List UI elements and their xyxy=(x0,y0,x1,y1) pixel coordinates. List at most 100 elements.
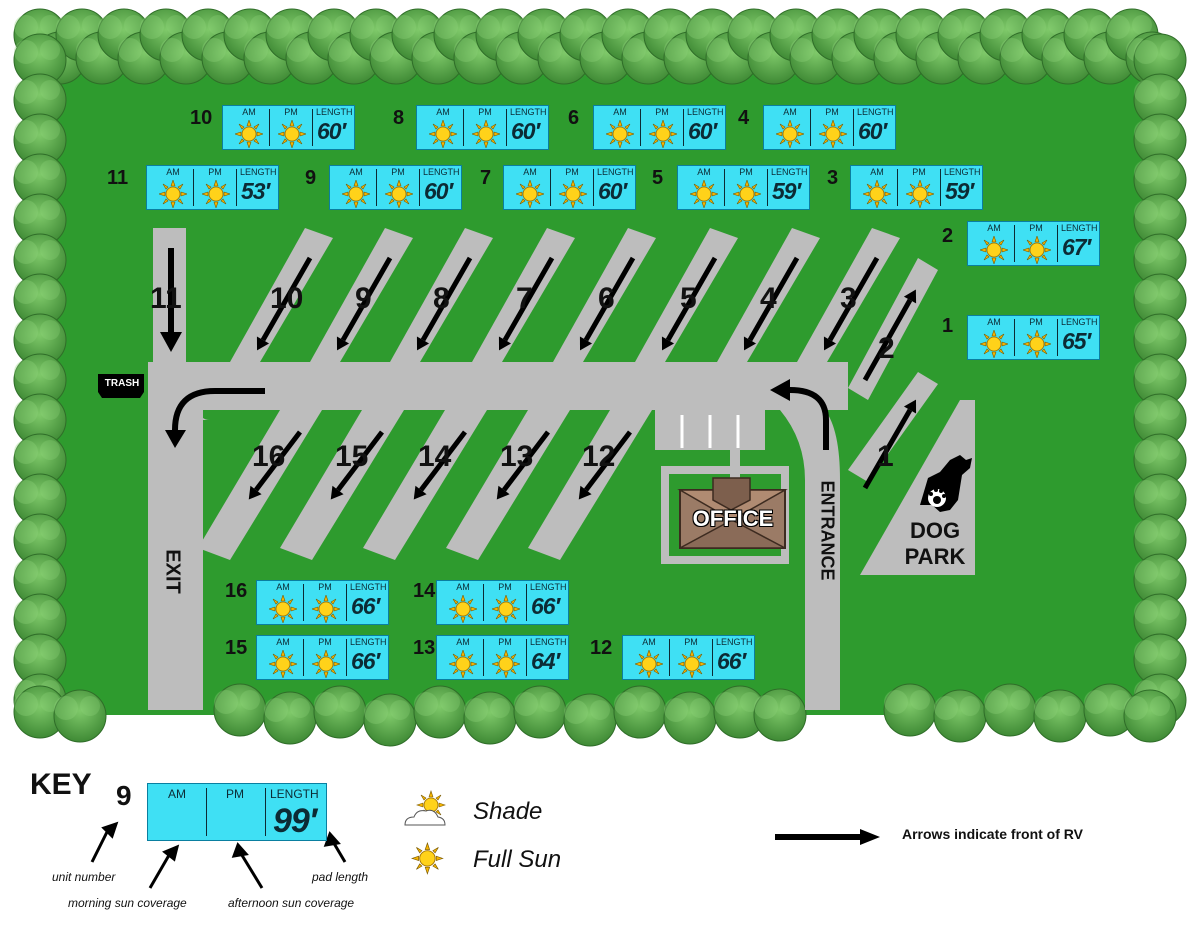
unit-card-15[interactable]: AM PM LENGTH 66′ xyxy=(256,635,389,680)
pm-label: PM xyxy=(318,582,332,592)
hedge-bush xyxy=(983,683,1037,737)
slot-label-6: 6 xyxy=(598,282,615,315)
unit-number-3: 3 xyxy=(827,167,839,189)
unit-card-9[interactable]: AM PM LENGTH 60′ xyxy=(329,165,462,210)
unit-card-5[interactable]: AM PM LENGTH 59′ xyxy=(677,165,810,210)
pad-length: 60′ xyxy=(858,118,887,144)
unit-card-13[interactable]: AM PM LENGTH 64′ xyxy=(436,635,569,680)
am-sun-icon xyxy=(158,179,188,209)
length-label: LENGTH xyxy=(857,107,894,117)
key-unit-number: 9 xyxy=(116,780,132,811)
length-label: LENGTH xyxy=(530,582,567,592)
exit-label: EXIT xyxy=(161,549,184,594)
pm-label: PM xyxy=(498,637,512,647)
pm-label: PM xyxy=(565,167,579,177)
am-sun-icon xyxy=(234,119,264,149)
legend-shade-text: Shade xyxy=(473,798,543,825)
slot-label-3: 3 xyxy=(840,282,857,315)
pm-sun-icon xyxy=(1022,329,1052,359)
am-label: AM xyxy=(349,167,363,177)
unit-number-16: 16 xyxy=(225,580,248,602)
am-label: AM xyxy=(276,637,290,647)
length-label: LENGTH xyxy=(350,637,387,647)
pm-sun-icon xyxy=(732,179,762,209)
slot-label-4: 4 xyxy=(760,282,777,315)
arrow-note: Arrows indicate front of RV xyxy=(902,826,1083,842)
unit-number-10: 10 xyxy=(190,107,213,129)
trash-label: TRASH xyxy=(104,378,140,389)
unit-card-10[interactable]: AM PM LENGTH 60′ xyxy=(222,105,355,150)
slot-label-7: 7 xyxy=(516,282,533,315)
front-arrow-head xyxy=(661,336,675,351)
am-sun-icon xyxy=(268,649,298,679)
pm-label: PM xyxy=(1029,223,1043,233)
am-sun-icon xyxy=(634,649,664,679)
unit-card-8[interactable]: AM PM LENGTH 60′ xyxy=(416,105,549,150)
front-arrow-head xyxy=(823,336,837,351)
unit-card-2[interactable]: AM PM LENGTH 67′ xyxy=(967,221,1100,266)
pad-1 xyxy=(848,372,938,482)
pad-length: 60′ xyxy=(688,118,717,144)
front-arrow-head xyxy=(578,485,592,500)
key-length-value: 99′ xyxy=(273,802,317,840)
front-arrow-head xyxy=(903,289,917,304)
pad-length: 64′ xyxy=(531,648,560,674)
pad-length: 66′ xyxy=(717,648,746,674)
pad-length: 66′ xyxy=(351,648,380,674)
am-sun-icon xyxy=(268,594,298,624)
dog-park xyxy=(860,400,975,575)
am-label: AM xyxy=(436,107,450,117)
key-pm-label: PM xyxy=(226,787,244,801)
unit-card-3[interactable]: AM PM LENGTH 59′ xyxy=(850,165,983,210)
pm-sun-icon xyxy=(311,594,341,624)
am-label: AM xyxy=(523,167,537,177)
exit-curve-arrow xyxy=(172,388,265,431)
am-label: AM xyxy=(697,167,711,177)
front-arrow-head xyxy=(336,336,350,351)
unit-card-6[interactable]: AM PM LENGTH 60′ xyxy=(593,105,726,150)
length-label: LENGTH xyxy=(240,167,277,177)
front-arrow xyxy=(584,430,632,492)
unit-card-4[interactable]: AM PM LENGTH 60′ xyxy=(763,105,896,150)
pm-label: PM xyxy=(739,167,753,177)
unit-card-16[interactable]: AM PM LENGTH 66′ xyxy=(256,580,389,625)
slot-label-8: 8 xyxy=(433,282,450,315)
length-label: LENGTH xyxy=(944,167,981,177)
am-label: AM xyxy=(987,223,1001,233)
hedge-bush xyxy=(933,689,987,743)
front-arrow xyxy=(340,256,393,342)
am-label: AM xyxy=(783,107,797,117)
unit-number-7: 7 xyxy=(480,167,492,189)
unit-card-11[interactable]: AM PM LENGTH 53′ xyxy=(146,165,279,210)
hedge-bush xyxy=(413,685,467,739)
am-label: AM xyxy=(987,317,1001,327)
front-arrow xyxy=(502,256,555,342)
unit-card-14[interactable]: AM PM LENGTH 66′ xyxy=(436,580,569,625)
front-arrow xyxy=(747,256,800,342)
pad-length: 53′ xyxy=(241,178,270,204)
unit-card-12[interactable]: AM PM LENGTH 66′ xyxy=(622,635,755,680)
slot-label-1: 1 xyxy=(877,440,894,473)
unit-card-7[interactable]: AM PM LENGTH 60′ xyxy=(503,165,636,210)
hedge-right xyxy=(1133,33,1187,727)
front-arrow-head xyxy=(743,336,757,351)
pm-label: PM xyxy=(284,107,298,117)
length-label: LENGTH xyxy=(530,637,567,647)
slot-label-14: 14 xyxy=(418,440,452,473)
am-label: AM xyxy=(613,107,627,117)
front-arrow xyxy=(420,256,473,342)
am-sun-icon xyxy=(448,649,478,679)
unit-number-13: 13 xyxy=(413,637,436,659)
main-road xyxy=(148,362,848,410)
entrance-curve-arrow xyxy=(789,387,829,450)
pm-sun-icon xyxy=(471,119,501,149)
hedge-bush xyxy=(563,693,617,747)
unit-card-1[interactable]: AM PM LENGTH 65′ xyxy=(967,315,1100,360)
pm-sun-icon xyxy=(558,179,588,209)
front-arrow-head xyxy=(416,336,430,351)
pm-sun-icon xyxy=(491,594,521,624)
pm-sun-icon xyxy=(818,119,848,149)
length-label: LENGTH xyxy=(350,582,387,592)
pm-sun-icon xyxy=(1022,235,1052,265)
am-label: AM xyxy=(242,107,256,117)
